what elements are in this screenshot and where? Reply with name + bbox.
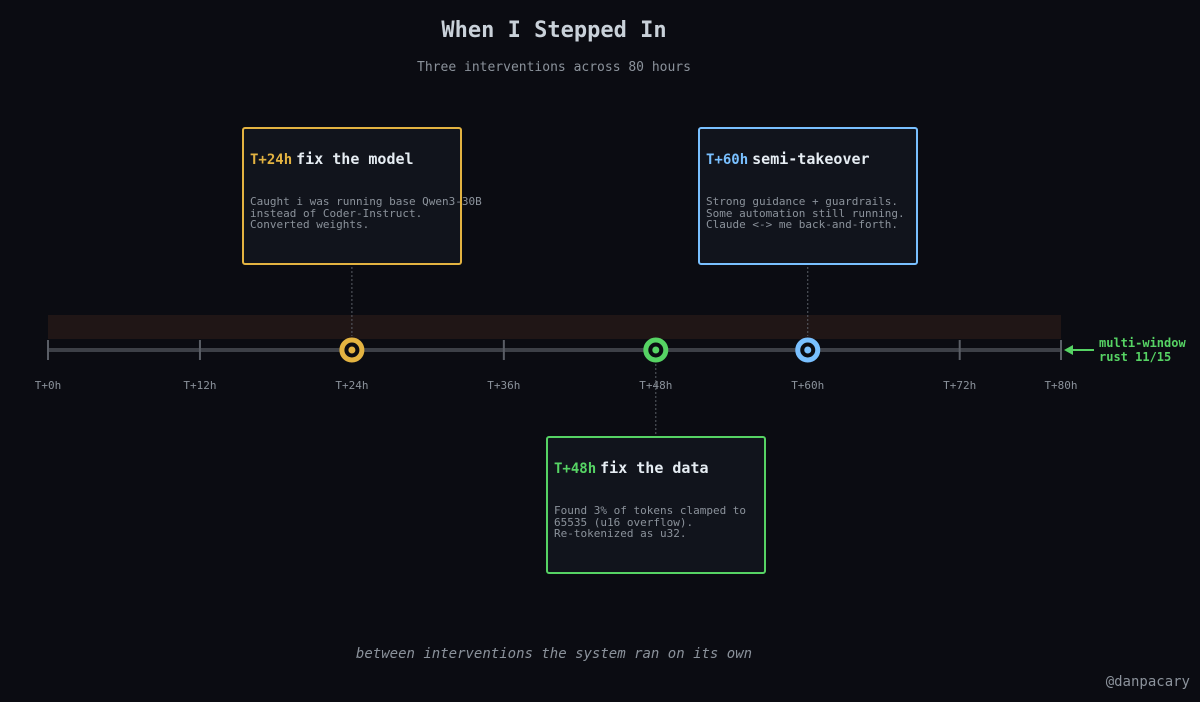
tick-label: T+24h xyxy=(335,379,368,392)
end-marker-line2: rust 11/15 xyxy=(1099,350,1172,364)
event-marker-center xyxy=(652,346,660,354)
end-marker-label: multi-window rust 11/15 xyxy=(1099,336,1186,364)
diagram-title: When I Stepped In xyxy=(441,18,667,43)
event-title: fix the model xyxy=(296,150,414,168)
arrow-left-icon xyxy=(1064,345,1073,355)
event-body: Strong guidance + guardrails. Some autom… xyxy=(706,195,905,231)
event-time-label: T+60h xyxy=(706,152,749,168)
tick-label: T+0h xyxy=(35,379,62,392)
tick-label: T+60h xyxy=(791,379,824,392)
tick-label: T+12h xyxy=(183,379,216,392)
event-time-label: T+24h xyxy=(250,152,293,168)
event-marker-center xyxy=(348,346,356,354)
tick-label: T+80h xyxy=(1044,379,1077,392)
event-marker-center xyxy=(804,346,812,354)
tick-label: T+72h xyxy=(943,379,976,392)
event-time-label: T+48h xyxy=(554,461,597,477)
event-title: fix the data xyxy=(600,459,709,477)
event-body: Caught i was running base Qwen3-30B inst… xyxy=(250,195,482,231)
end-marker-line1: multi-window xyxy=(1099,336,1186,350)
author-credit: @danpacary xyxy=(1105,674,1190,690)
event-title: semi-takeover xyxy=(752,150,870,168)
footer-note: between interventions the system ran on … xyxy=(355,646,753,662)
diagram-subtitle: Three interventions across 80 hours xyxy=(417,60,691,75)
event-body: Found 3% of tokens clamped to 65535 (u16… xyxy=(554,504,747,540)
tick-label: T+36h xyxy=(487,379,520,392)
autonomous-run-band xyxy=(48,315,1061,339)
